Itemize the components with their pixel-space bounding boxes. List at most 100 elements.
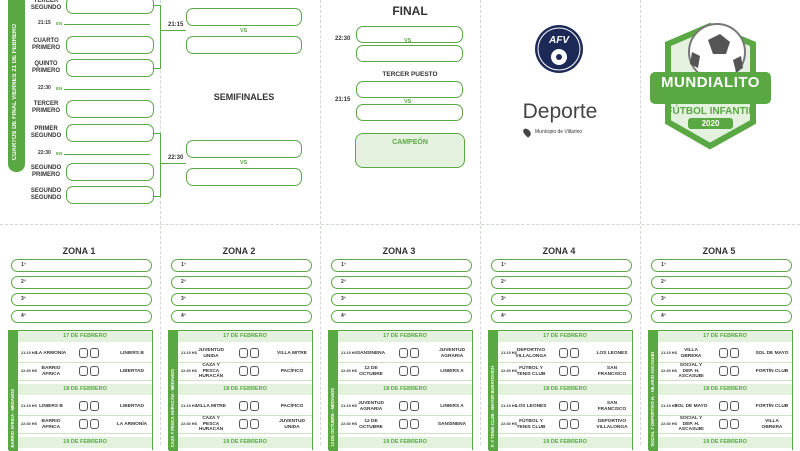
- venue-label: 12 DE OCTUBRE - MÉDANOS: [330, 388, 335, 447]
- home-score-box[interactable]: [79, 348, 88, 358]
- standing-slot[interactable]: 2º: [11, 276, 152, 289]
- standing-slot[interactable]: 3º: [331, 293, 472, 306]
- home-team: JUVENTUD UNIDA: [198, 348, 224, 359]
- qf-slot-1[interactable]: [66, 0, 154, 14]
- home-score-box[interactable]: [719, 401, 728, 411]
- day-header: 19 DE FEBRERO: [498, 437, 632, 448]
- away-score-box[interactable]: [730, 348, 739, 358]
- home-score-box[interactable]: [399, 366, 408, 376]
- away-score-box[interactable]: [410, 348, 419, 358]
- away-score-box[interactable]: [410, 419, 419, 429]
- vs-label: VS: [404, 38, 412, 44]
- standing-slot[interactable]: 4º: [651, 310, 792, 323]
- event-title: MUNDIALITO: [661, 74, 760, 91]
- standing-position: 3º: [341, 296, 346, 302]
- standing-slot[interactable]: 2º: [171, 276, 312, 289]
- qf-slot-7[interactable]: [66, 186, 154, 204]
- home-score-box[interactable]: [559, 348, 568, 358]
- qf-en: EN: [56, 21, 63, 26]
- away-team: LINIERS B: [120, 350, 144, 356]
- standing-slot[interactable]: 3º: [491, 293, 632, 306]
- away-score-box[interactable]: [570, 348, 579, 358]
- standing-slot[interactable]: 4º: [171, 310, 312, 323]
- home-score-box[interactable]: [239, 366, 248, 376]
- third-slot-2[interactable]: [356, 104, 463, 121]
- qf-team-label: PRIMER SEGUNDO: [30, 126, 62, 139]
- standing-position: 4º: [501, 313, 506, 319]
- standing-slot[interactable]: 1º: [331, 259, 472, 272]
- home-score-box[interactable]: [559, 366, 568, 376]
- standing-slot[interactable]: 1º: [651, 259, 792, 272]
- quarterfinals-side-bar: CUARTOS DE FINAL VIERNES 21 DE FEBRERO: [8, 0, 25, 172]
- away-score-box[interactable]: [90, 366, 99, 376]
- qf-time: 21:15: [38, 20, 51, 26]
- away-score-box[interactable]: [90, 401, 99, 411]
- home-score-box[interactable]: [719, 419, 728, 429]
- home-score-box[interactable]: [719, 366, 728, 376]
- home-score-box[interactable]: [559, 419, 568, 429]
- standing-position: 4º: [21, 313, 26, 319]
- sf-slot-2[interactable]: [186, 36, 302, 54]
- home-score-box[interactable]: [559, 401, 568, 411]
- final-time: 22:30: [335, 36, 351, 42]
- home-team: LA ARMONÍA: [35, 350, 67, 356]
- standing-slot[interactable]: 3º: [651, 293, 792, 306]
- final-slot-1[interactable]: [356, 26, 463, 43]
- away-score-box[interactable]: [730, 419, 739, 429]
- qf-slot-6[interactable]: [66, 163, 154, 181]
- home-score-box[interactable]: [239, 348, 248, 358]
- home-score-box[interactable]: [239, 401, 248, 411]
- standing-slot[interactable]: 3º: [171, 293, 312, 306]
- venue-label: SOCIAL Y DEPORTIVO H. - HILARIO ASCASUBI: [650, 352, 655, 447]
- standing-slot[interactable]: 1º: [11, 259, 152, 272]
- day-header: 17 DE FEBRERO: [338, 331, 472, 342]
- standing-slot[interactable]: 2º: [331, 276, 472, 289]
- standing-slot[interactable]: 3º: [11, 293, 152, 306]
- qf-slot-3[interactable]: [66, 59, 154, 77]
- home-score-box[interactable]: [79, 419, 88, 429]
- away-score-box[interactable]: [250, 401, 259, 411]
- standing-slot[interactable]: 4º: [491, 310, 632, 323]
- away-score-box[interactable]: [90, 419, 99, 429]
- standing-slot[interactable]: 2º: [491, 276, 632, 289]
- match-time: 21:15 HS: [501, 404, 518, 408]
- final-slot-2[interactable]: [356, 45, 463, 62]
- qf-slot-2[interactable]: [66, 36, 154, 54]
- match-time: 22:30 HS: [21, 369, 38, 373]
- away-score-box[interactable]: [730, 366, 739, 376]
- standing-position: 2º: [181, 279, 186, 285]
- away-score-box[interactable]: [570, 419, 579, 429]
- qf-slot-4[interactable]: [66, 100, 154, 118]
- away-score-box[interactable]: [250, 419, 259, 429]
- match-time: 22:30 HS: [501, 422, 518, 426]
- home-score-box[interactable]: [79, 366, 88, 376]
- away-score-box[interactable]: [90, 348, 99, 358]
- away-score-box[interactable]: [250, 366, 259, 376]
- away-score-box[interactable]: [410, 366, 419, 376]
- sf-slot-4[interactable]: [186, 168, 302, 186]
- sf-slot-3[interactable]: [186, 140, 302, 158]
- standing-position: 2º: [341, 279, 346, 285]
- standing-slot[interactable]: 2º: [651, 276, 792, 289]
- standing-slot[interactable]: 4º: [331, 310, 472, 323]
- away-score-box[interactable]: [570, 401, 579, 411]
- away-score-box[interactable]: [250, 348, 259, 358]
- home-score-box[interactable]: [399, 419, 408, 429]
- champion-box[interactable]: CAMPEÓN: [355, 133, 465, 168]
- home-score-box[interactable]: [79, 401, 88, 411]
- home-score-box[interactable]: [399, 401, 408, 411]
- third-slot-1[interactable]: [356, 81, 463, 98]
- away-score-box[interactable]: [410, 401, 419, 411]
- standing-slot[interactable]: 1º: [171, 259, 312, 272]
- away-score-box[interactable]: [570, 366, 579, 376]
- home-score-box[interactable]: [719, 348, 728, 358]
- home-score-box[interactable]: [239, 419, 248, 429]
- standing-slot[interactable]: 4º: [11, 310, 152, 323]
- sf-slot-1[interactable]: [186, 8, 302, 26]
- qf-slot-5[interactable]: [66, 124, 154, 142]
- away-score-box[interactable]: [730, 401, 739, 411]
- home-score-box[interactable]: [399, 348, 408, 358]
- standing-slot[interactable]: 1º: [491, 259, 632, 272]
